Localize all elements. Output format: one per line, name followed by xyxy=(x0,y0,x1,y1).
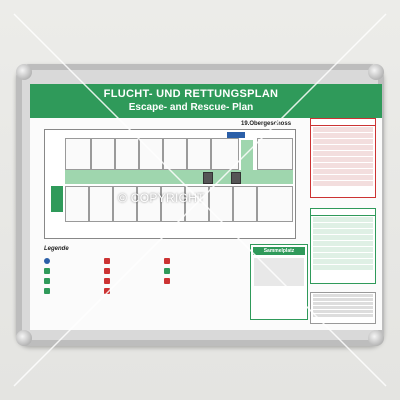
room xyxy=(65,186,89,222)
legend-icon xyxy=(44,258,50,264)
room xyxy=(115,138,139,170)
room xyxy=(137,186,161,222)
legend-icon xyxy=(164,278,170,284)
copyright-watermark: © COPYRIGHT xyxy=(118,191,205,205)
frame-corner-top-left xyxy=(16,64,32,80)
accident-instructions-box xyxy=(310,208,376,284)
assembly-point-panel: Sammelplatz xyxy=(250,244,308,320)
room xyxy=(65,138,91,170)
stairwell-green xyxy=(51,186,63,212)
info-block xyxy=(310,292,376,324)
room xyxy=(257,186,293,222)
frame-corner-bottom-right xyxy=(368,330,384,346)
elevator-shaft xyxy=(231,172,241,184)
you-are-here-marker xyxy=(227,132,245,138)
poster-title-de: FLUCHT- UND RETTUNGSPLAN xyxy=(103,88,279,100)
room xyxy=(257,138,293,170)
legend-icon xyxy=(44,268,50,274)
legend-icon xyxy=(104,278,110,284)
legend-icon xyxy=(164,268,170,274)
corridor-branch xyxy=(241,140,253,172)
legend-icon xyxy=(44,288,50,294)
room xyxy=(91,138,115,170)
assembly-point-label: Sammelplatz xyxy=(253,247,305,255)
legend-title: Legende xyxy=(44,246,69,252)
legend: Legende xyxy=(44,246,240,314)
accident-instructions-header xyxy=(311,209,375,216)
room xyxy=(113,186,137,222)
floor-plan xyxy=(44,129,296,239)
legend-icon xyxy=(164,258,170,264)
fire-instructions-box xyxy=(310,118,376,198)
room xyxy=(161,186,185,222)
frame-corner-top-right xyxy=(368,64,384,80)
legend-icon xyxy=(104,288,110,294)
fire-instructions-header xyxy=(311,119,375,126)
legend-icon xyxy=(104,258,110,264)
room xyxy=(89,186,113,222)
room xyxy=(187,138,211,170)
legend-icon xyxy=(44,278,50,284)
elevator-shaft xyxy=(203,172,213,184)
floor-label: 19.Obergeschoss xyxy=(241,121,292,127)
room xyxy=(163,138,187,170)
room xyxy=(233,186,257,222)
frame-corner-bottom-left xyxy=(16,330,32,346)
legend-icon xyxy=(104,268,110,274)
poster-title-en: Escape- and Rescue- Plan xyxy=(128,102,254,113)
escape-plan-poster: FLUCHT- UND RETTUNGSPLAN Escape- and Res… xyxy=(30,84,382,330)
